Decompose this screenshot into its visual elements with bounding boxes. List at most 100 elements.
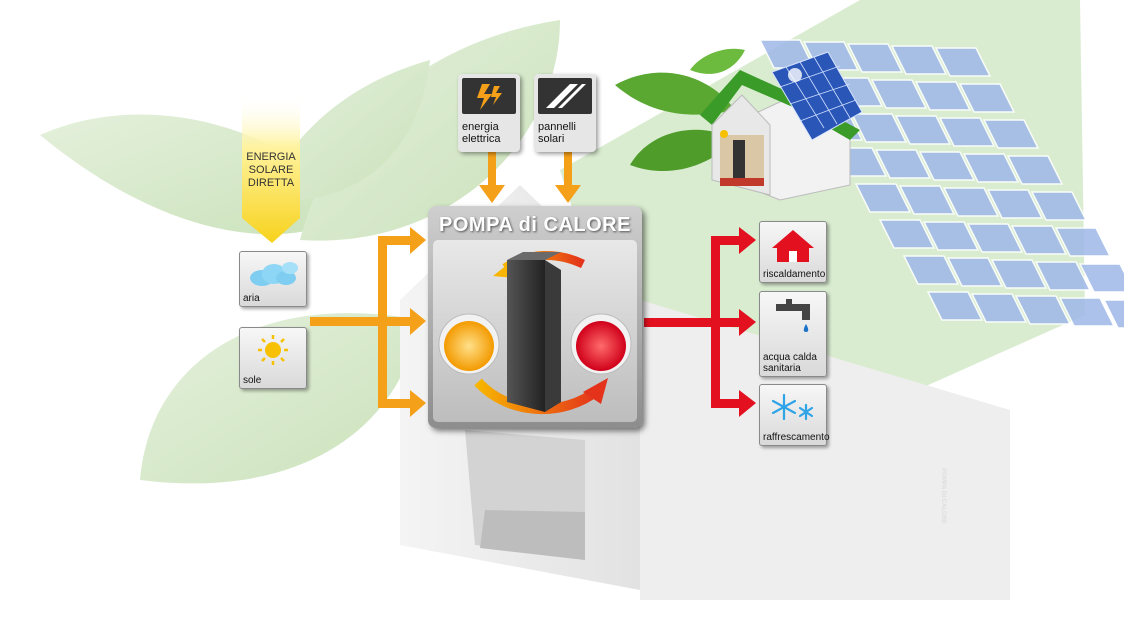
solar-panel-cell xyxy=(982,119,1040,149)
arrow-left-mid-head xyxy=(410,308,426,335)
arrow-right-bot-shaft xyxy=(711,399,741,408)
tile-label: raffrescamento xyxy=(763,432,830,443)
solar-panel-cell xyxy=(958,83,1016,113)
solar-panel-cell xyxy=(1078,263,1124,293)
tile-label: sole xyxy=(243,375,262,386)
arrow-top-1-shaft xyxy=(488,152,496,186)
solar-panel-cell xyxy=(1034,261,1092,291)
solar-panel-cell xyxy=(914,81,972,111)
solar-panel-cell xyxy=(918,151,976,181)
arrow-right-mid-shaft xyxy=(711,318,741,327)
solar-panel-array xyxy=(758,39,1124,329)
cold-sphere-fill xyxy=(444,321,494,371)
arrow-right-top-shaft xyxy=(711,236,741,245)
solar-panel-cell xyxy=(1006,155,1064,185)
house-side-wall xyxy=(640,300,1010,600)
solar-panel-cell xyxy=(850,113,908,143)
house-icon xyxy=(764,226,822,271)
solar-panel-cell xyxy=(1054,227,1112,257)
input-tile-sole: sole xyxy=(239,327,307,389)
heat-pump-unit-side xyxy=(545,260,561,412)
tile-label-line: acqua calda xyxy=(763,352,817,363)
sun-beam xyxy=(242,95,300,243)
leaf-lower xyxy=(140,313,420,484)
cycle-arrow-bottom-head xyxy=(583,378,608,404)
sun-beam-shape xyxy=(242,95,300,243)
snowflake-icon xyxy=(764,389,822,434)
faucet-icon xyxy=(764,296,822,341)
small-solar-grid-4 xyxy=(779,65,841,88)
arrow-right-main xyxy=(644,318,716,327)
small-house-leaf-2 xyxy=(630,129,735,172)
small-solar-grid-6 xyxy=(799,99,857,122)
small-solar-grid-2 xyxy=(799,61,838,125)
cloud-icon xyxy=(244,256,302,299)
small-house-floor xyxy=(720,178,764,186)
solar-panel-cell xyxy=(854,183,912,213)
solar-panel-cell xyxy=(1102,299,1124,329)
input-tile-pannelli-solari: pannelli solari xyxy=(534,74,596,152)
solar-panel-cell xyxy=(934,47,992,77)
small-house-illustration xyxy=(615,48,863,201)
heat-pump-panel xyxy=(433,240,637,422)
solar-panel-cell xyxy=(926,291,984,321)
output-tile-riscaldamento: riscaldamento xyxy=(759,221,827,283)
lightning-icon xyxy=(462,78,516,114)
small-house-dot xyxy=(720,130,728,138)
solar-panel-cell xyxy=(970,293,1028,323)
solar-panel-cell xyxy=(966,223,1024,253)
solar-panel-cell xyxy=(898,185,956,215)
tile-label-line: pannelli xyxy=(538,121,576,133)
solar-panel-cell xyxy=(942,187,1000,217)
input-tile-energia-elettrica: energia elettrica xyxy=(458,74,520,152)
small-house-leaf-3 xyxy=(690,48,745,74)
solar-panel-cell xyxy=(870,79,928,109)
solar-panel-cell xyxy=(890,45,948,75)
arrow-top-2-shaft xyxy=(564,152,572,186)
small-house-unit xyxy=(733,140,745,178)
arrow-left-top-head xyxy=(410,227,426,254)
arrow-left-mid-shaft xyxy=(378,317,412,326)
input-arrows xyxy=(310,152,581,417)
heat-pump-unit-top xyxy=(507,252,561,260)
arrow-right-mid-head xyxy=(739,309,756,336)
small-solar-grid-3 xyxy=(813,56,851,119)
arrow-right-bot-head xyxy=(739,390,756,417)
tile-label-line: elettrica xyxy=(462,133,501,145)
solar-panel-cell xyxy=(1010,225,1068,255)
tile-label-line: solari xyxy=(538,133,565,145)
tile-label-line: energia xyxy=(462,121,499,133)
arrow-top-1-head xyxy=(479,185,505,203)
output-arrows xyxy=(644,227,756,417)
solar-panel-cell xyxy=(962,153,1020,183)
heat-pump-unit-front xyxy=(507,260,545,412)
solar-panel-icon xyxy=(538,78,592,114)
hot-sphere-fill xyxy=(576,321,626,371)
arrow-left-top-shaft xyxy=(378,236,412,245)
solar-panel-cell xyxy=(946,257,1004,287)
sun-icon xyxy=(244,332,302,377)
heat-pump-box: POMPA di CALORE POMPA DI CALORE xyxy=(428,206,946,524)
sun-beam-line: SOLARE xyxy=(248,164,294,176)
solar-panel-cell xyxy=(922,221,980,251)
small-solar-grid-5 xyxy=(789,83,851,105)
output-tile-acqua-calda: acqua calda sanitaria xyxy=(759,291,827,377)
solar-panel-cell xyxy=(894,115,952,145)
solar-panel-cell xyxy=(874,149,932,179)
small-solar-glare xyxy=(788,68,802,82)
output-tile-raffrescamento: raffrescamento xyxy=(759,384,830,446)
solar-panel-cell xyxy=(878,219,936,249)
solar-panel-cell xyxy=(902,255,960,285)
tile-label-line: sanitaria xyxy=(763,363,801,374)
solar-panel-cell xyxy=(938,117,996,147)
solar-panel-cell xyxy=(986,189,1044,219)
door-inner xyxy=(480,510,585,560)
sun-beam-label: ENERGIA SOLARE DIRETTA xyxy=(242,151,300,190)
input-tile-aria: aria xyxy=(239,251,307,307)
arrow-left-main xyxy=(310,317,390,326)
solar-panel-cell xyxy=(1030,191,1088,221)
tile-label: aria xyxy=(243,293,260,304)
sun-beam-line: DIRETTA xyxy=(247,177,295,189)
arrow-top-2-head xyxy=(555,185,581,203)
